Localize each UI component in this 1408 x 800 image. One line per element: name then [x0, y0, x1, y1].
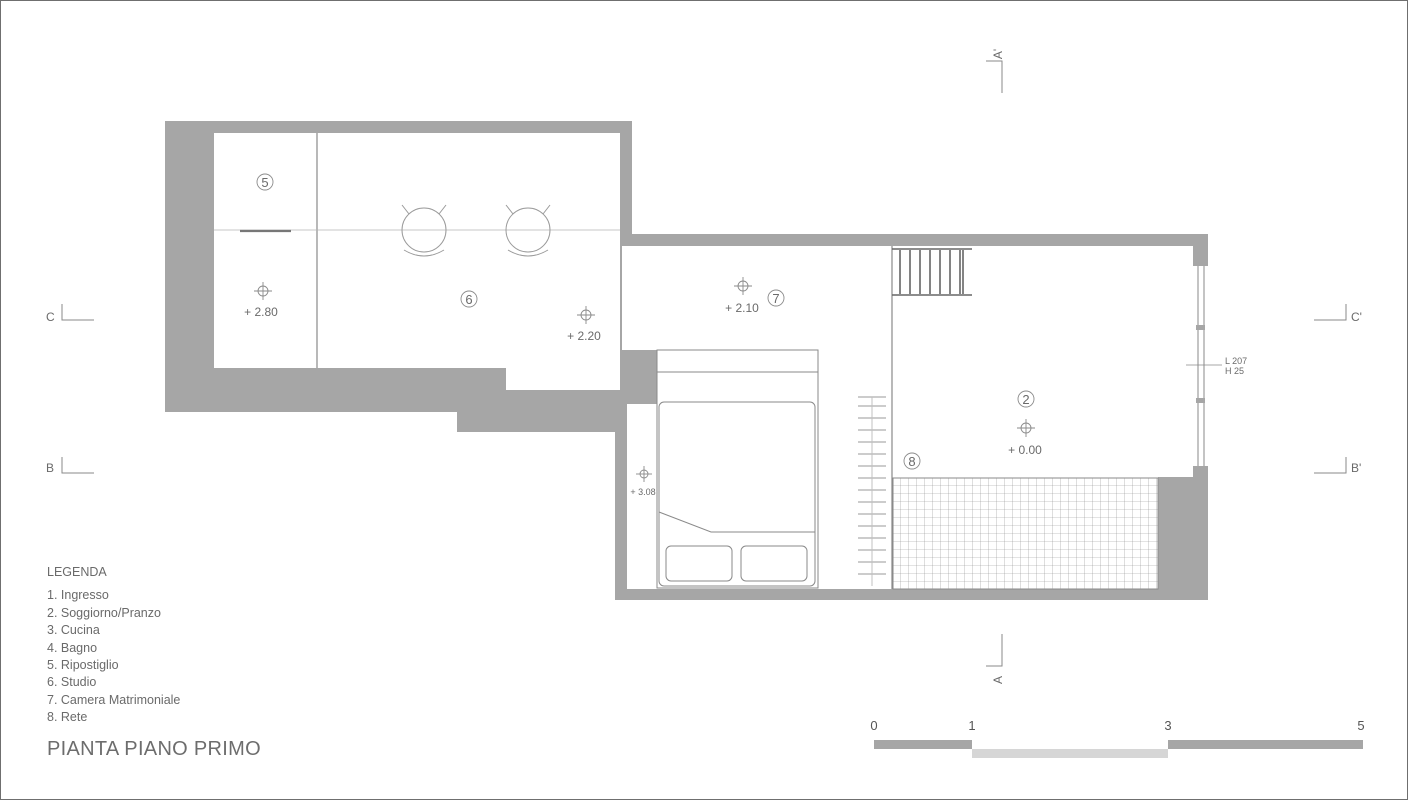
wardrobe-rail [858, 396, 886, 586]
level-marker-icon [734, 277, 752, 295]
partitions [214, 133, 893, 589]
legend-list: 1. Ingresso 2. Soggiorno/Pranzo 3. Cucin… [47, 587, 180, 726]
wall-left-block [165, 121, 1208, 600]
bed [656, 349, 819, 589]
window-height-note: H 25 [1225, 366, 1244, 376]
legend-item: 2. Soggiorno/Pranzo [47, 605, 161, 620]
section-label-a-bottom: A [991, 676, 1005, 684]
scale-bar [874, 740, 1363, 758]
window-width-note: L 207 [1225, 356, 1247, 366]
walls [165, 121, 1208, 600]
elevation-label: + 2.10 [725, 301, 759, 315]
legend-item: 1. Ingresso [47, 588, 109, 603]
room-number-7: 7 [772, 291, 779, 306]
section-label-b-left: B [46, 461, 54, 475]
legend: LEGENDA 1. Ingresso 2. Soggiorno/Pranzo … [47, 564, 180, 727]
elevation-label: + 2.80 [244, 305, 278, 319]
level-marker-icon [577, 306, 595, 324]
room-number-2: 2 [1022, 392, 1029, 407]
drawing-title: PIANTA PIANO PRIMO [47, 738, 261, 760]
scale-label-3: 3 [1164, 718, 1171, 733]
section-label-c-right: C' [1351, 310, 1362, 324]
window-right [1186, 246, 1222, 477]
net-area [892, 477, 1159, 590]
scale-label-5: 5 [1357, 718, 1364, 733]
room-number-6: 6 [465, 292, 472, 307]
scale-label-1: 1 [968, 718, 975, 733]
chairs [401, 204, 551, 257]
room-circles [256, 173, 1035, 470]
legend-item: 5. Ripostiglio [47, 658, 119, 673]
scale-label-0: 0 [870, 718, 877, 733]
legend-item: 6. Studio [47, 675, 97, 690]
ladder [892, 248, 972, 296]
level-marker-icon [636, 466, 652, 482]
elevation-label: + 2.20 [567, 329, 601, 343]
legend-item: 4. Bagno [47, 640, 98, 655]
elevation-label: + 3.08 [630, 487, 655, 497]
level-marker-icon [254, 282, 272, 300]
section-lines [61, 60, 1347, 667]
legend-item: 3. Cucina [47, 623, 100, 638]
elevation-label: + 0.00 [1008, 443, 1042, 457]
section-label-c-left: C [46, 310, 55, 324]
section-label-a-top: A' [991, 49, 1005, 59]
legend-item: 7. Camera Matrimoniale [47, 692, 181, 707]
room-number-8: 8 [908, 454, 915, 469]
level-marker-icon [1017, 419, 1035, 437]
room-number-5: 5 [261, 175, 268, 190]
legend-title: LEGENDA [47, 565, 107, 579]
section-label-b-right: B' [1351, 461, 1361, 475]
legend-item: 8. Rete [47, 710, 88, 725]
level-markers [254, 277, 1035, 482]
